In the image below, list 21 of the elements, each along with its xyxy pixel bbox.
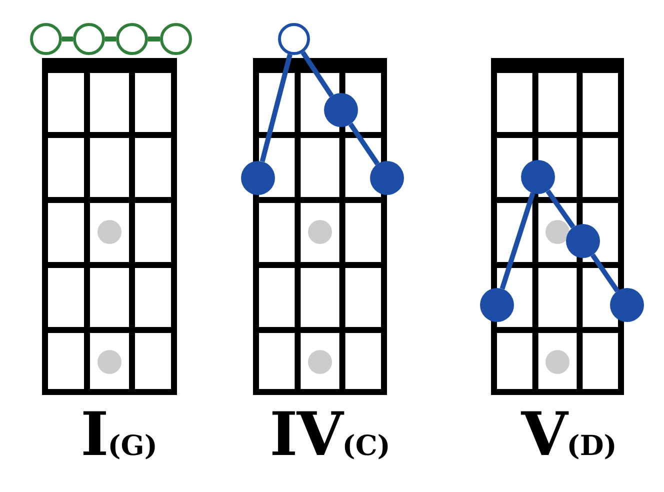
finger-dot xyxy=(566,224,600,258)
open-string-circle xyxy=(30,23,62,55)
connector-line xyxy=(590,254,620,292)
connector-line xyxy=(260,54,292,162)
connector-line xyxy=(105,36,116,42)
open-string-circle xyxy=(116,23,148,55)
finger-dot xyxy=(521,160,555,194)
connector-line xyxy=(300,50,334,98)
open-string-circle xyxy=(278,23,310,55)
finger-dot xyxy=(370,161,404,195)
connector-line xyxy=(148,36,160,42)
open-string-circle xyxy=(160,23,192,55)
connector-line xyxy=(348,122,380,166)
open-string-circle xyxy=(73,23,105,55)
finger-dot xyxy=(241,161,275,195)
finger-dot xyxy=(324,93,358,127)
connector-line xyxy=(62,36,73,42)
finger-dot xyxy=(610,288,644,322)
connector-line xyxy=(546,189,576,229)
connector-line xyxy=(500,192,536,290)
finger-dot xyxy=(480,288,514,322)
